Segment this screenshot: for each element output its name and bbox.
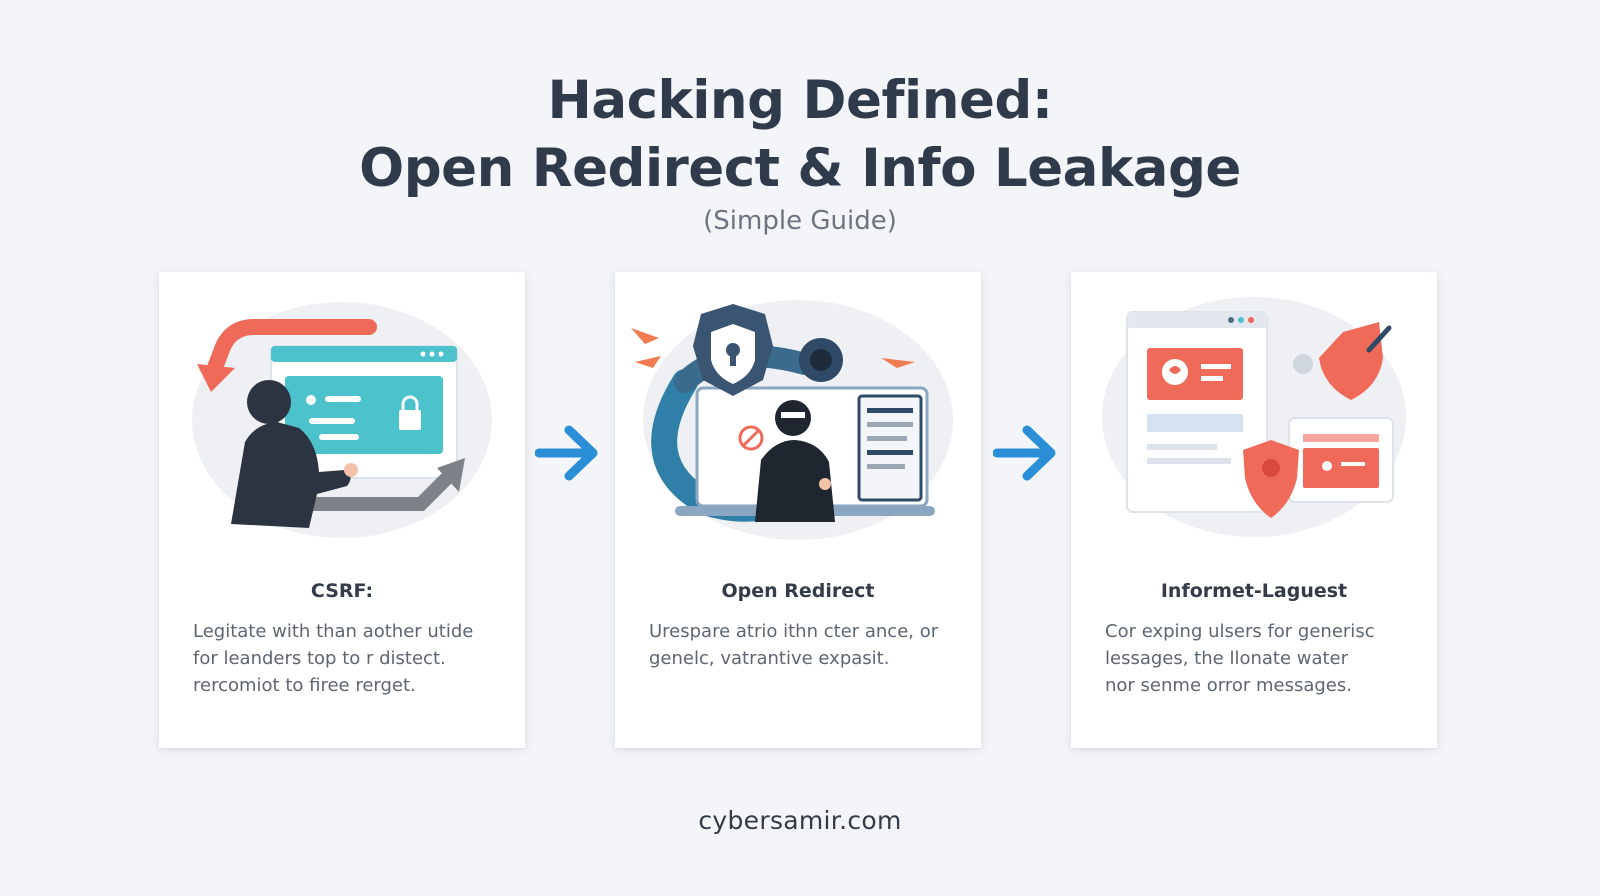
card-title: Open Redirect [721,580,875,602]
shield-icon [1319,322,1392,400]
browser-window-icon [1126,311,1268,513]
shield-lock-icon [693,304,773,396]
card-title: CSRF: [310,580,374,602]
card-open-redirect: Open Redirect Urespare atrio ithn cter a… [615,272,981,748]
open-redirect-illustration [631,300,953,540]
flow-arrow-icon [993,425,1056,481]
card-info-leakage: Informet-Laguest Cor exping ulsers for g… [1071,272,1437,748]
flow-arrow-icon [535,425,598,481]
card-csrf: CSRF: Legitate with than aother utide fo… [159,272,525,748]
page-title-line1: Hacking Defined: [547,70,1053,131]
footer-site-link[interactable]: cybersamir.com [698,806,902,835]
shield-icon [1243,440,1299,518]
redirect-arrow-icon [197,319,377,392]
card-description: Cor exping ulsers for generisc lessages,… [1105,621,1375,696]
card-description: Legitate with than aother utide for lean… [193,621,474,696]
hacker-icon [231,380,358,528]
info-leakage-illustration [1102,297,1406,537]
browser-window-icon [270,345,458,479]
page-subtitle: (Simple Guide) [703,206,897,236]
card-title: Informet-Laguest [1160,580,1348,602]
hacker-icon [755,400,835,522]
page-title-line2: Open Redirect & Info Leakage [359,138,1241,199]
csrf-illustration [192,302,492,538]
card-description: Urespare atrio ithn cter ance, or genelc… [649,621,939,669]
